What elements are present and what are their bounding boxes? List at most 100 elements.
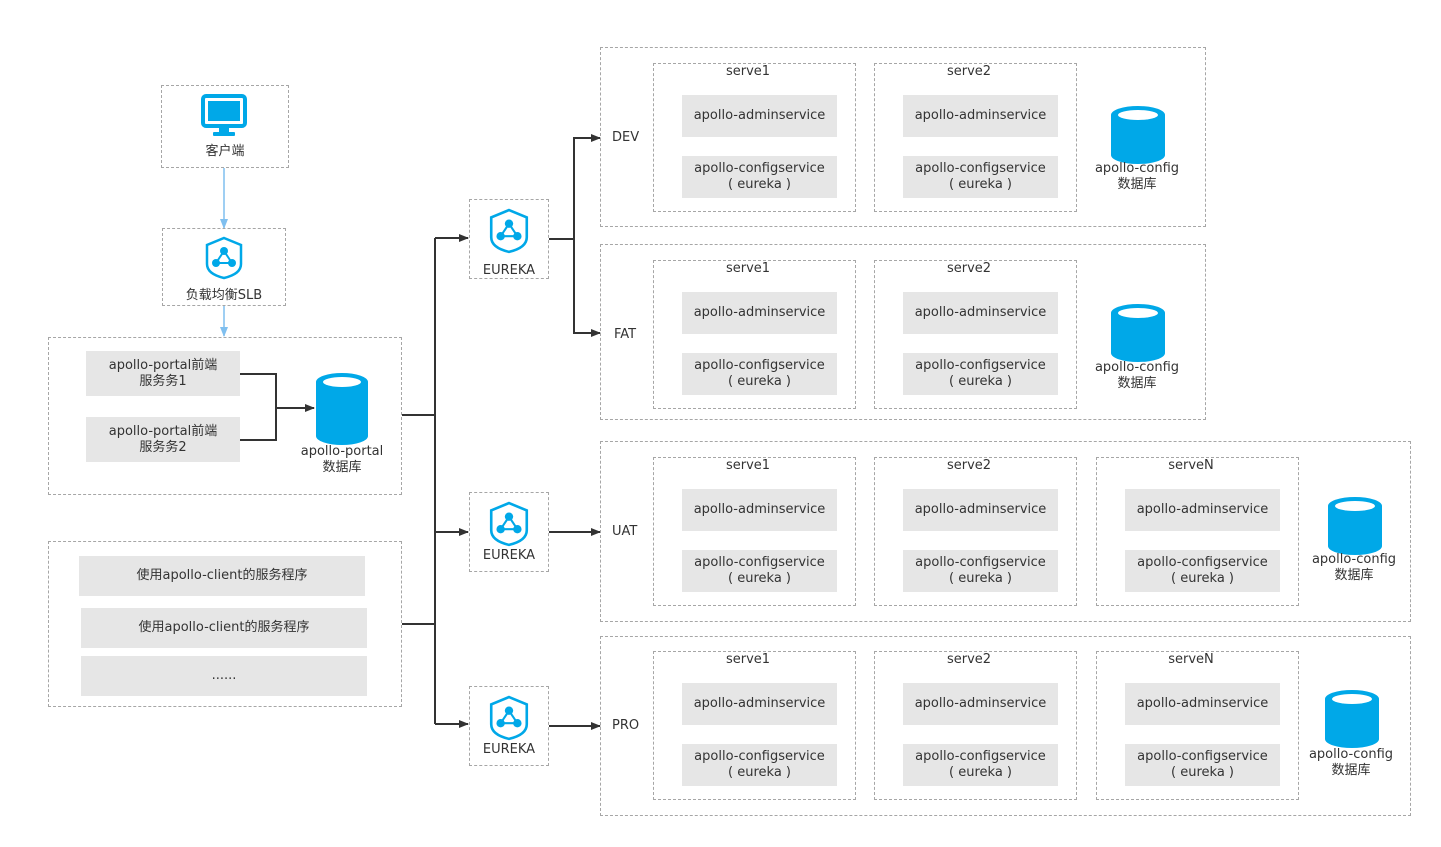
config-database-icon <box>1328 497 1382 555</box>
eureka-icon <box>489 208 529 254</box>
configservice-label: apollo-configservice <box>694 358 825 373</box>
adminservice-box: apollo-adminservice <box>682 489 837 531</box>
config-db-label: apollo-config <box>1311 552 1397 567</box>
eureka-node-2 <box>469 492 549 572</box>
configservice-label: apollo-configservice <box>694 749 825 764</box>
portal-db-sublabel: 数据库 <box>322 460 362 475</box>
server-name: serve2 <box>946 652 992 667</box>
portal-to-db-lines <box>240 373 315 441</box>
configservice-box: apollo-configservice ( eureka ) <box>903 156 1058 198</box>
configservice-box: apollo-configservice ( eureka ) <box>682 156 837 198</box>
portal-db-label: apollo-portal <box>300 444 384 459</box>
configservice-box: apollo-configservice ( eureka ) <box>1125 550 1280 592</box>
slb-label: 负载均衡SLB <box>185 288 263 303</box>
server-name: serve2 <box>946 261 992 276</box>
server-name: serve2 <box>946 64 992 79</box>
configservice-box: apollo-configservice ( eureka ) <box>682 353 837 395</box>
env-panel <box>600 47 1206 227</box>
client-node <box>161 85 289 168</box>
env-label: FAT <box>614 327 637 342</box>
slb-node <box>162 228 286 306</box>
adminservice-box: apollo-adminservice <box>1125 489 1280 531</box>
server-box <box>653 63 856 212</box>
client-app-2: 使用apollo-client的服务程序 <box>81 608 367 648</box>
server-name: serve2 <box>946 458 992 473</box>
configservice-sublabel: ( eureka ) <box>1171 765 1234 780</box>
env-panel <box>600 244 1206 420</box>
configservice-label: apollo-configservice <box>1137 555 1268 570</box>
config-db-sublabel: 数据库 <box>1334 568 1374 583</box>
config-db-label: apollo-config <box>1094 360 1180 375</box>
configservice-box: apollo-configservice ( eureka ) <box>682 550 837 592</box>
eureka-label-3: EUREKA <box>482 742 536 757</box>
adminservice-label: apollo-adminservice <box>693 305 826 320</box>
backbone-lines <box>402 234 469 728</box>
configservice-sublabel: ( eureka ) <box>728 374 791 389</box>
adminservice-box: apollo-adminservice <box>682 683 837 725</box>
adminservice-label: apollo-adminservice <box>693 696 826 711</box>
config-db-label: apollo-config <box>1094 161 1180 176</box>
adminservice-label: apollo-adminservice <box>693 108 826 123</box>
server-box <box>874 260 1077 409</box>
portal-service-1-label: apollo-portal前端服务务1 <box>108 357 218 389</box>
server-box <box>653 260 856 409</box>
configservice-box: apollo-configservice ( eureka ) <box>903 744 1058 786</box>
eureka-to-env-lines <box>549 134 601 730</box>
configservice-box: apollo-configservice ( eureka ) <box>682 744 837 786</box>
configservice-sublabel: ( eureka ) <box>728 177 791 192</box>
configservice-sublabel: ( eureka ) <box>949 571 1012 586</box>
configservice-sublabel: ( eureka ) <box>949 765 1012 780</box>
adminservice-label: apollo-adminservice <box>693 502 826 517</box>
monitor-icon <box>201 94 247 136</box>
configservice-label: apollo-configservice <box>1137 749 1268 764</box>
config-db-label: apollo-config <box>1308 747 1394 762</box>
adminservice-box: apollo-adminservice <box>682 95 837 137</box>
eureka-label-2: EUREKA <box>482 548 536 563</box>
server-name: serveN <box>1168 458 1214 473</box>
env-label: UAT <box>612 524 638 539</box>
server-box <box>874 651 1077 800</box>
eureka-icon <box>489 695 529 741</box>
config-database-icon <box>1111 106 1165 164</box>
server-box <box>653 651 856 800</box>
adminservice-label: apollo-adminservice <box>914 696 1047 711</box>
configservice-box: apollo-configservice ( eureka ) <box>903 353 1058 395</box>
adminservice-label: apollo-adminservice <box>1136 696 1269 711</box>
adminservice-box: apollo-adminservice <box>1125 683 1280 725</box>
configservice-label: apollo-configservice <box>915 555 1046 570</box>
configservice-sublabel: ( eureka ) <box>728 765 791 780</box>
adminservice-label: apollo-adminservice <box>914 108 1047 123</box>
client-apps-group <box>48 541 402 707</box>
server-box <box>874 63 1077 212</box>
adminservice-label: apollo-adminservice <box>1136 502 1269 517</box>
portal-service-2: apollo-portal前端服务务2 <box>86 417 240 462</box>
configservice-sublabel: ( eureka ) <box>949 374 1012 389</box>
adminservice-box: apollo-adminservice <box>682 292 837 334</box>
config-database-icon <box>1111 304 1165 362</box>
portal-database-icon <box>316 373 368 445</box>
config-database-icon <box>1325 690 1379 748</box>
configservice-label: apollo-configservice <box>915 358 1046 373</box>
adminservice-label: apollo-adminservice <box>914 502 1047 517</box>
eureka-icon <box>489 501 529 547</box>
configservice-box: apollo-configservice ( eureka ) <box>1125 744 1280 786</box>
server-name: serve1 <box>725 652 771 667</box>
server-name: serve1 <box>725 64 771 79</box>
client-label: 客户端 <box>205 144 245 159</box>
configservice-label: apollo-configservice <box>694 161 825 176</box>
adminservice-box: apollo-adminservice <box>903 95 1058 137</box>
configservice-sublabel: ( eureka ) <box>1171 571 1234 586</box>
configservice-sublabel: ( eureka ) <box>728 571 791 586</box>
configservice-label: apollo-configservice <box>694 555 825 570</box>
server-name: serve1 <box>725 458 771 473</box>
load-balancer-icon <box>205 236 243 280</box>
portal-service-1: apollo-portal前端服务务1 <box>86 351 240 396</box>
eureka-node-1 <box>469 199 549 279</box>
server-name: serve1 <box>725 261 771 276</box>
adminservice-label: apollo-adminservice <box>914 305 1047 320</box>
portal-group <box>48 337 402 495</box>
eureka-node-3 <box>469 686 549 766</box>
client-app-1: 使用apollo-client的服务程序 <box>79 556 365 596</box>
env-panel <box>600 636 1411 816</box>
